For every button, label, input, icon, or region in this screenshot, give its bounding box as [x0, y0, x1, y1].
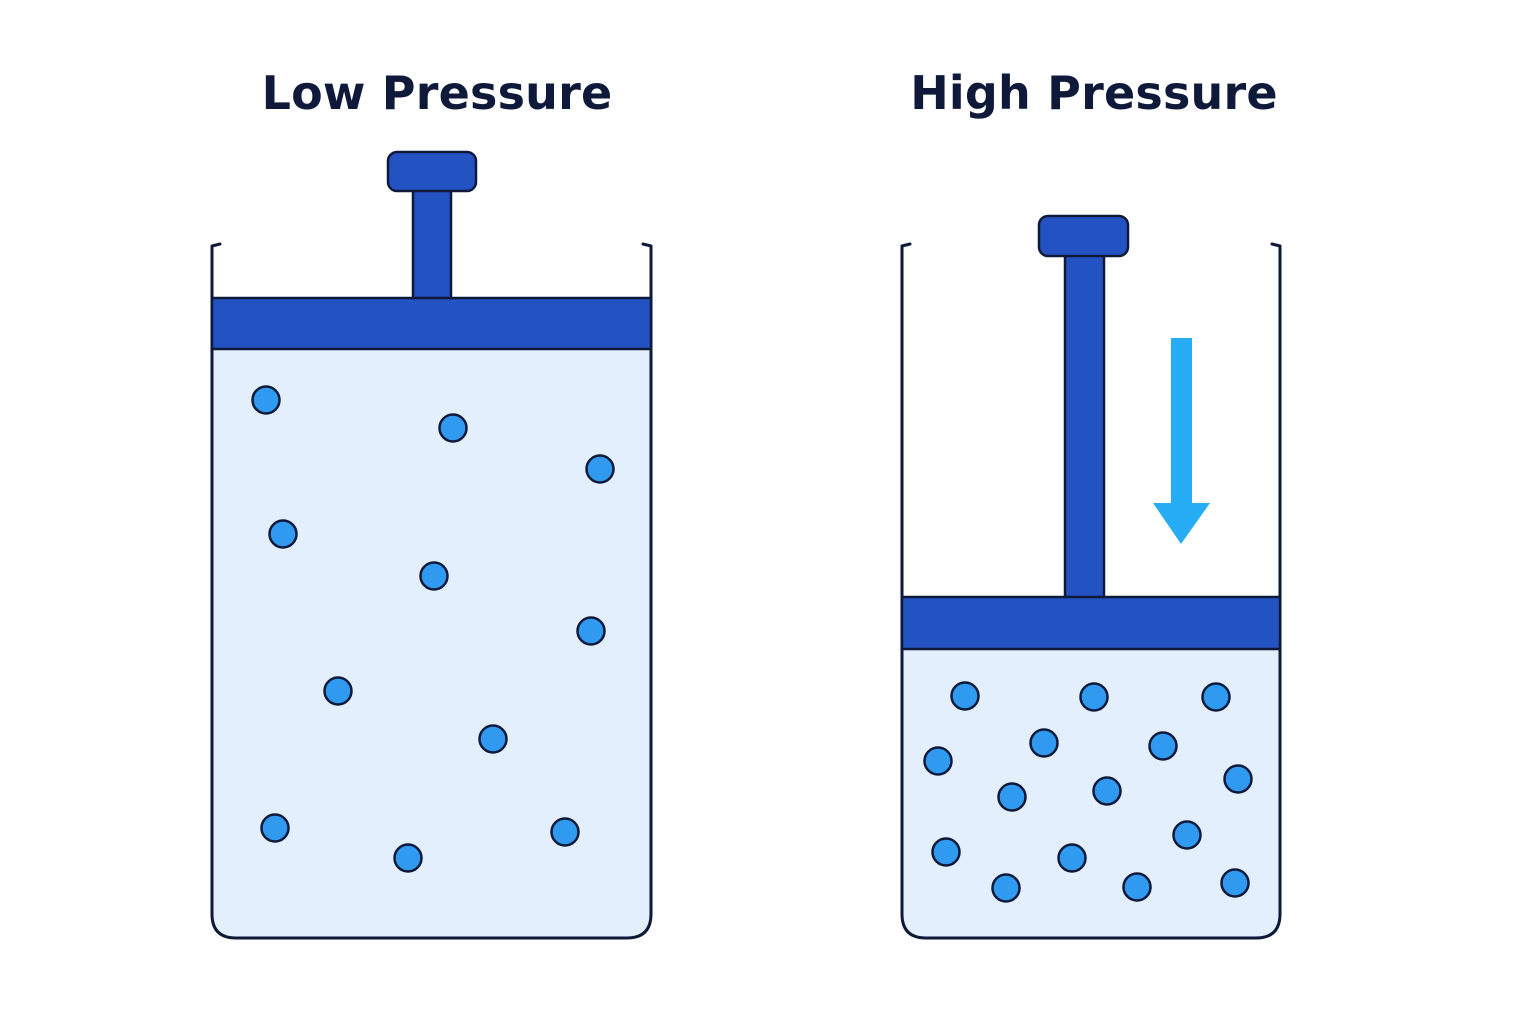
gas-particle: [419, 561, 449, 591]
low-pressure-cylinder: [210, 150, 653, 940]
gas-particle: [1201, 682, 1231, 712]
gas-particle: [1122, 872, 1152, 902]
high-pressure-title: High Pressure: [910, 66, 1278, 120]
cylinder-gas-fill: [902, 649, 1280, 938]
gas-particle: [260, 813, 290, 843]
gas-particle: [251, 385, 281, 415]
gas-particle: [478, 724, 508, 754]
gas-particle: [268, 519, 298, 549]
gas-particle: [1029, 728, 1059, 758]
gas-particle: [550, 817, 580, 847]
gas-particle: [1148, 731, 1178, 761]
gas-particle: [923, 746, 953, 776]
low-pressure-title: Low Pressure: [261, 66, 613, 120]
gas-particle: [576, 616, 606, 646]
gas-particle: [1220, 868, 1250, 898]
cylinder-wall: [900, 246, 1282, 940]
gas-particles: [251, 385, 615, 873]
gas-particle: [438, 413, 468, 443]
piston-head: [210, 296, 653, 351]
gas-particles: [923, 681, 1253, 903]
cylinder-lip-right: [641, 242, 653, 248]
gas-particle: [1057, 843, 1087, 873]
gas-particle: [991, 873, 1021, 903]
cylinder-lip-left: [210, 242, 222, 248]
high-pressure-cylinder: [900, 214, 1282, 940]
cylinder-gas-fill: [212, 348, 651, 938]
gas-particle: [931, 837, 961, 867]
gas-particle: [585, 454, 615, 484]
gas-particle: [997, 782, 1027, 812]
gas-particle: [950, 681, 980, 711]
gas-particle: [1223, 764, 1253, 794]
arrow-down-icon: [1153, 338, 1210, 544]
cylinder-lip-left: [900, 242, 912, 248]
piston-handle: [386, 150, 478, 193]
cylinder-wall: [210, 246, 653, 940]
piston-rod: [1063, 252, 1106, 602]
gas-particle: [1172, 820, 1202, 850]
cylinder-lip-right: [1270, 242, 1282, 248]
gas-particle: [323, 676, 353, 706]
gas-particle: [1092, 776, 1122, 806]
gas-particle: [1079, 682, 1109, 712]
gas-particle: [393, 843, 423, 873]
piston-rod: [411, 188, 453, 302]
piston-head: [900, 595, 1282, 651]
piston-handle: [1037, 214, 1130, 258]
